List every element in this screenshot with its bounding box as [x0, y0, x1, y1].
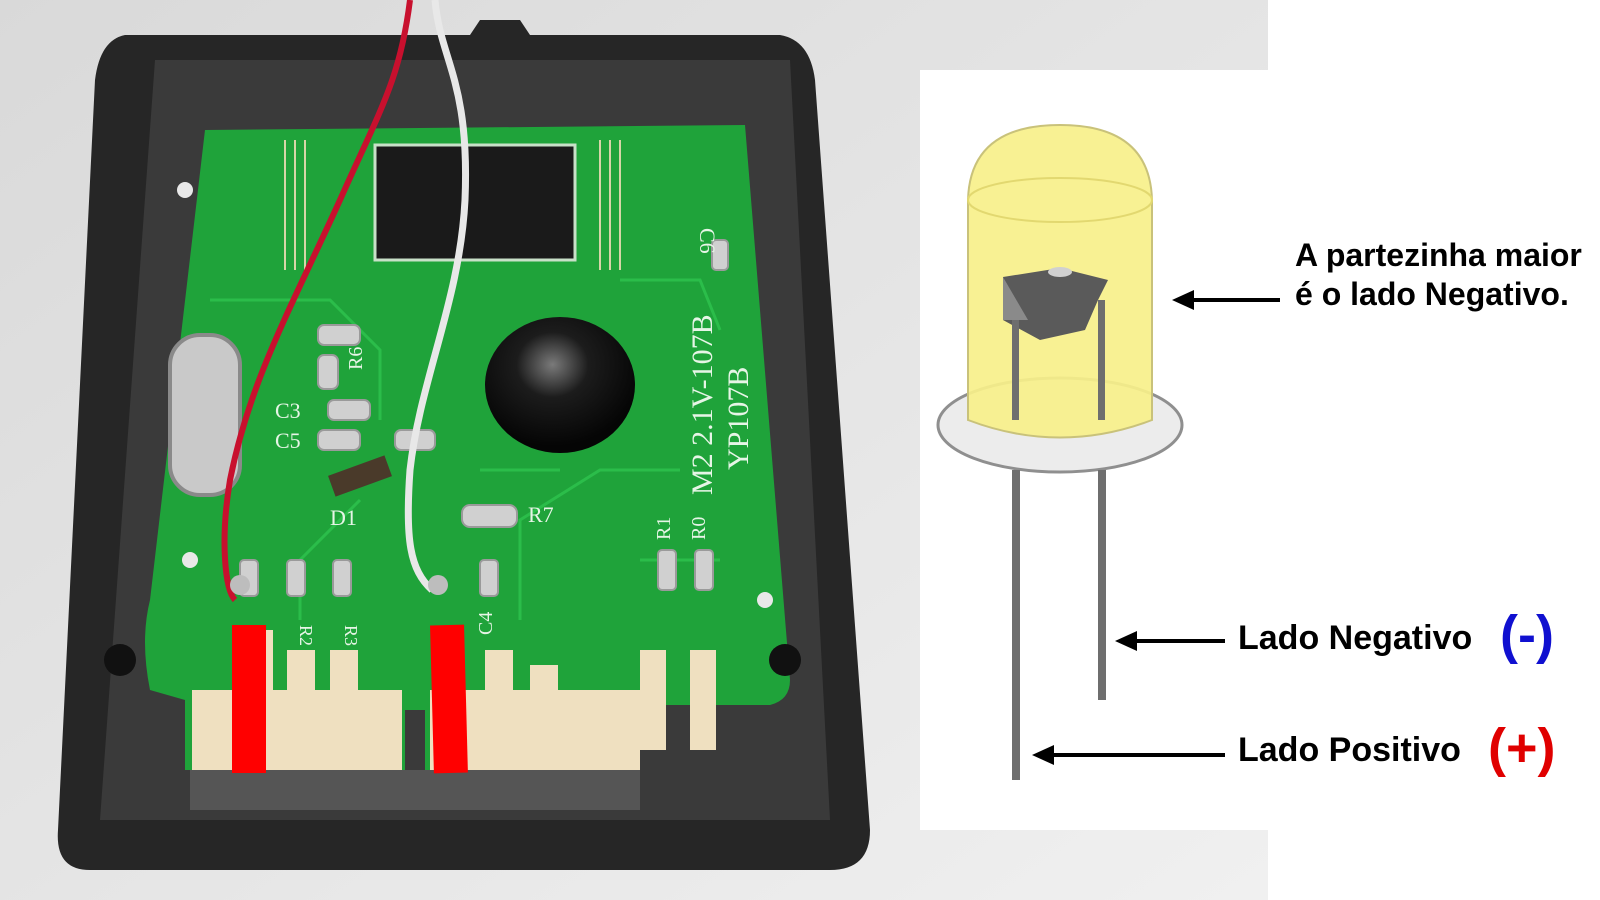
- smd-components: [239, 239, 729, 597]
- memory-card-photo: M2 2.1V-107B YP107B C6 R6 C3 C5 D1 R7 R1…: [0, 0, 1268, 900]
- chip-pads: [284, 140, 621, 270]
- pcb-board: [145, 125, 790, 770]
- silkscreen-r6: R6: [345, 347, 367, 370]
- crystal-oscillator: [168, 333, 242, 497]
- silkscreen-r1: R1: [653, 517, 675, 540]
- silkscreen-r0: R0: [688, 517, 710, 540]
- sign-positive: (+): [1488, 718, 1556, 778]
- red-marker-right: [430, 624, 468, 774]
- silkscreen-r3: R3: [341, 625, 361, 646]
- red-marker-left: [232, 625, 266, 773]
- solder-point-left: [230, 575, 250, 595]
- memory-card-pcb-illustration: M2 2.1V-107B YP107B C6 R6 C3 C5 D1 R7 R1…: [0, 0, 1268, 900]
- silkscreen-r2: R2: [296, 625, 316, 646]
- sign-negative: (-): [1500, 605, 1554, 665]
- controller-blob: [485, 317, 635, 453]
- silkscreen-model2: YP107B: [722, 367, 755, 470]
- silkscreen-c4: C4: [475, 612, 497, 635]
- silkscreen-d1: D1: [330, 505, 357, 530]
- connector-shadow: [190, 770, 640, 810]
- white-wire: [404, 0, 470, 593]
- flash-memory-chip: [373, 143, 577, 262]
- silkscreen-r7: R7: [528, 502, 554, 527]
- mounting-holes: [104, 182, 801, 676]
- silkscreen-model: M2 2.1V-107B: [686, 314, 719, 495]
- diode-d1: [328, 455, 392, 497]
- silkscreen-c3: C3: [275, 398, 301, 423]
- annotation-negative: Lado Negativo: [1238, 619, 1473, 657]
- red-wire: [221, 0, 413, 603]
- silkscreen-c6: C6: [695, 228, 720, 254]
- silkscreen-c5: C5: [275, 428, 301, 453]
- annotation-positive: Lado Positivo: [1238, 731, 1461, 769]
- solder-point-right: [428, 575, 448, 595]
- silkscreen: M2 2.1V-107B YP107B C6 R6 C3 C5 D1 R7 R1…: [275, 228, 755, 646]
- annotation-main: A partezinha maior é o lado Negativo.: [1295, 237, 1582, 312]
